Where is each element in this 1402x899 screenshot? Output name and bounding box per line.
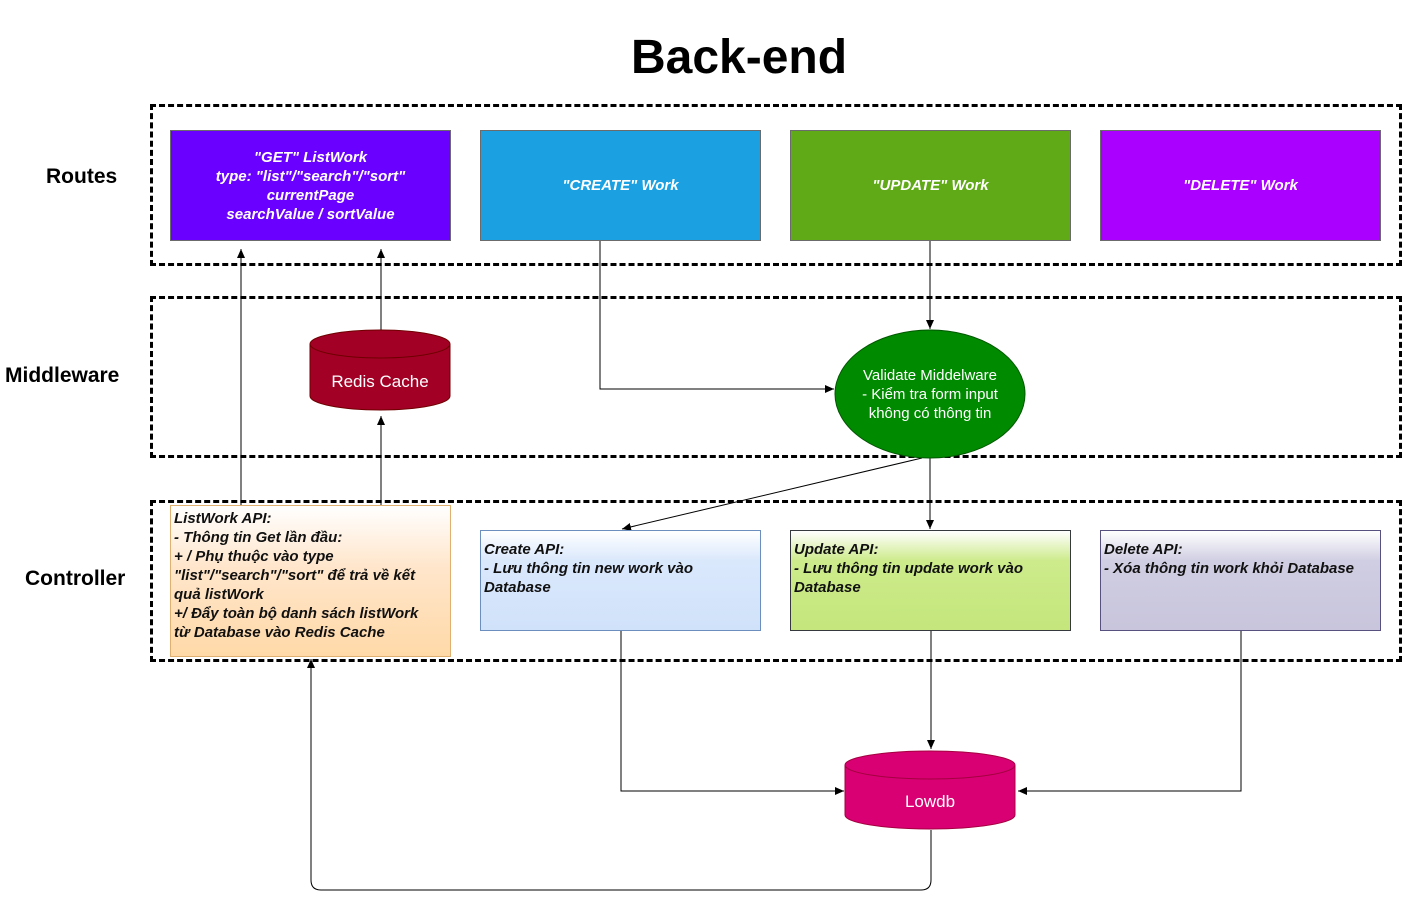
middleware-lane-label: Middleware [5, 364, 120, 387]
validate-line-2: - Kiểm tra form input [862, 386, 998, 403]
update-work-route[interactable]: "UPDATE" Work [790, 130, 1071, 241]
validate-middleware-label: Validate Middelware - Kiểm tra form inpu… [835, 366, 1025, 423]
middleware-lane [150, 296, 1402, 458]
update-route-label: "UPDATE" Work [872, 177, 989, 194]
arrow-create-to-validate [599, 240, 834, 393]
get-route-line-1: "GET" ListWork [253, 148, 368, 166]
validate-middleware-ellipse [834, 329, 1026, 459]
controller-lane [150, 500, 1402, 662]
lowdb-label: Lowdb [904, 792, 956, 811]
arrow-validate-to-create-api [621, 457, 923, 531]
listwork-api-line-1: ListWork API: [174, 510, 272, 527]
update-api-line-3: Database [794, 579, 861, 596]
get-route-line-2: type: "list"/"search"/"sort" [215, 167, 406, 185]
delete-route-label: "DELETE" Work [1183, 177, 1298, 194]
arrow-delete-api-to-lowdb [1018, 630, 1242, 795]
create-api-line-2: - Lưu thông tin new work vào [484, 560, 694, 577]
controller-lane-label: Controller [25, 567, 126, 590]
create-work-route[interactable]: "CREATE" Work [480, 130, 761, 241]
delete-api-note[interactable]: Delete API: - Xóa thông tin work khỏi Da… [1100, 530, 1381, 631]
create-route-label: "CREATE" Work [562, 177, 679, 194]
diagram-title: Back-end [630, 31, 848, 84]
delete-api-line-1: Delete API: [1104, 541, 1183, 558]
lowdb-cylinder [844, 750, 1016, 830]
update-api-line-1: Update API: [794, 541, 879, 558]
arrow-lowdb-to-listwork [307, 659, 932, 891]
listwork-api-line-7: từ Database vào Redis Cache [174, 624, 385, 641]
create-api-note[interactable]: Create API: - Lưu thông tin new work vào… [480, 530, 761, 631]
validate-line-1: Validate Middelware [863, 367, 997, 384]
create-api-line-1: Create API: [484, 541, 565, 558]
delete-work-route[interactable]: "DELETE" Work [1100, 130, 1381, 241]
listwork-api-note[interactable]: ListWork API: - Thông tin Get lần đầu: +… [170, 505, 451, 657]
update-api-line-2: - Lưu thông tin update work vào [794, 560, 1024, 577]
get-route-line-3: currentPage [266, 186, 355, 204]
listwork-api-line-2: - Thông tin Get lần đầu: [174, 529, 343, 546]
validate-line-3: không có thông tin [868, 405, 992, 422]
get-listwork-route[interactable]: "GET" ListWork type: "list"/"search"/"so… [170, 130, 451, 241]
routes-lane [150, 104, 1402, 266]
create-api-line-3: Database [484, 579, 551, 596]
arrow-create-api-to-lowdb [620, 630, 844, 795]
update-api-note[interactable]: Update API: - Lưu thông tin update work … [790, 530, 1071, 631]
listwork-api-line-6: +/ Đẩy toàn bộ danh sách listWork [174, 605, 419, 622]
redis-cache-label: Redis Cache [331, 372, 429, 391]
listwork-api-line-4: "list"/"search"/"sort" để trả về kết [174, 567, 416, 584]
redis-cache-cylinder [309, 329, 451, 411]
routes-lane-label: Routes [46, 165, 118, 188]
listwork-api-line-5: quả listWork [174, 586, 264, 603]
get-route-line-4: searchValue / sortValue [226, 205, 395, 223]
listwork-api-line-3: + / Phụ thuộc vào type [174, 548, 334, 565]
delete-api-line-2: - Xóa thông tin work khỏi Database [1104, 560, 1355, 577]
